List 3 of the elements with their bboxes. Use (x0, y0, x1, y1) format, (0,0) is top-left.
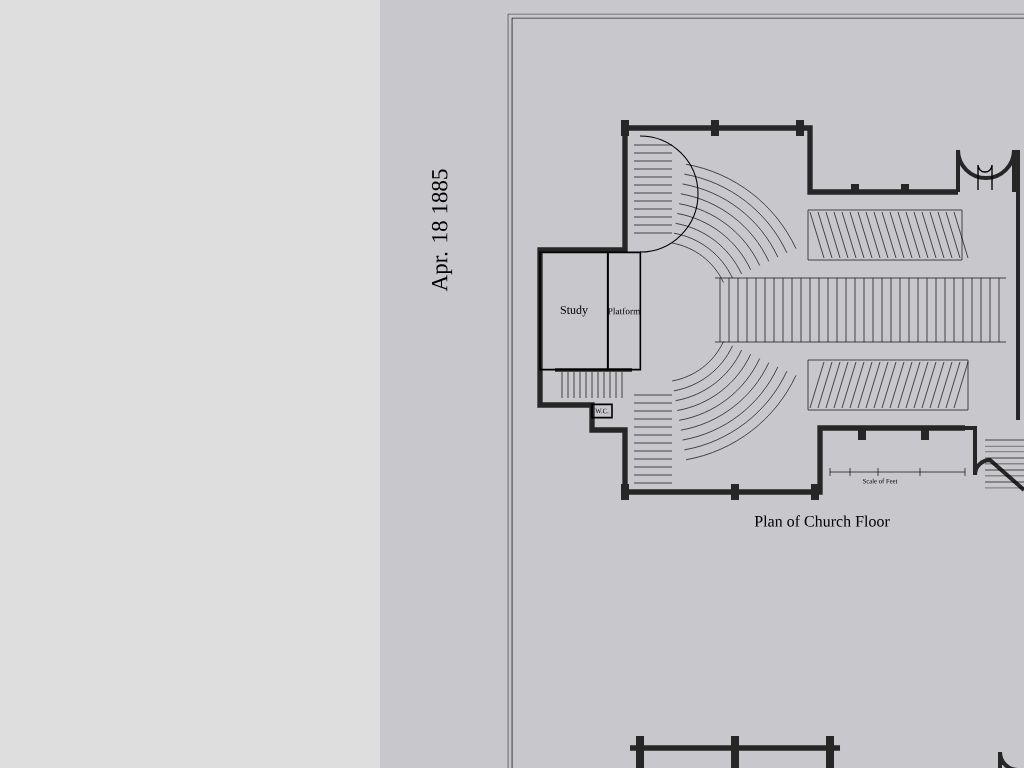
plan-title: Plan of Church Floor (754, 515, 890, 527)
room: Study (539, 251, 609, 371)
date-text: Apr. 18 1885 (431, 169, 453, 292)
